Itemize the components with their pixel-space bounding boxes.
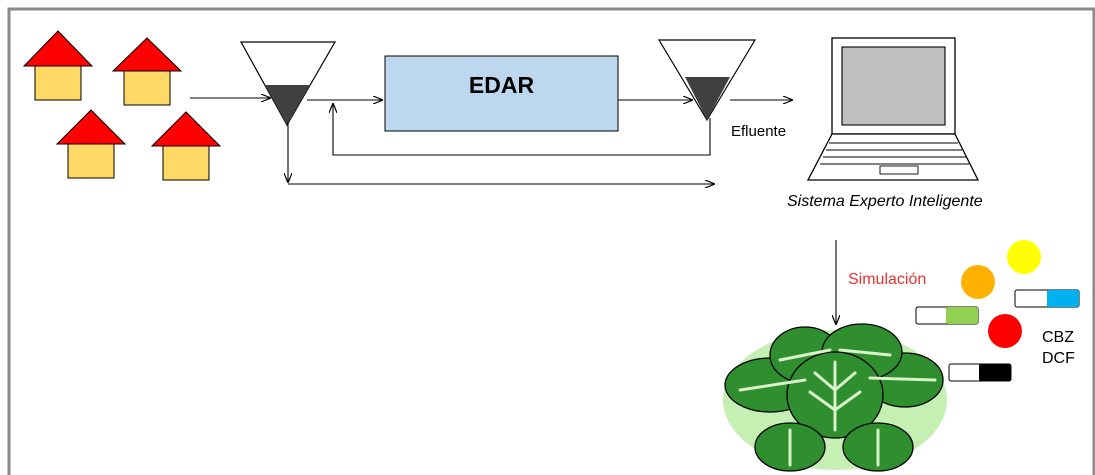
compound-label: CBZ: [1042, 329, 1074, 346]
orange-dot-icon: [961, 265, 995, 299]
simulation-label: Simulación: [848, 271, 927, 288]
house-icon: [55, 109, 127, 179]
house-icon: [111, 37, 183, 106]
lettuce-icon: [723, 323, 947, 472]
laptop-icon: [806, 37, 980, 181]
compound-label: DCF: [1042, 350, 1075, 367]
house-icon: [22, 30, 94, 101]
process-box: [384, 55, 619, 132]
house-icon: [150, 111, 222, 181]
toggle-switch-icon: [1014, 289, 1080, 308]
flow-connectors: [190, 98, 836, 324]
toggle-switch-icon: [915, 306, 979, 325]
toggle-switch-icon: [948, 363, 1012, 382]
yellow-dot-icon: [1007, 240, 1041, 274]
effluent-label: Efluente: [731, 123, 787, 140]
process-box-label: EDAR: [468, 72, 535, 98]
frame-border: [7, 7, 1095, 475]
red-dot-icon: [988, 314, 1022, 348]
settler-icon: [657, 39, 757, 122]
settler-icon: [239, 41, 337, 127]
system-label: Sistema Experto Inteligente: [787, 193, 983, 210]
